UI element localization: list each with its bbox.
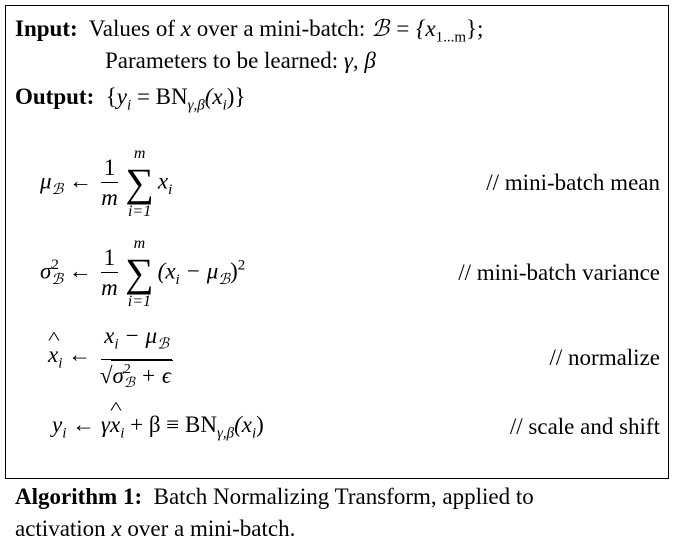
t: i — [58, 355, 63, 372]
caption-text: Batch Normalizing Transform, applied to — [153, 484, 534, 509]
set: ℬ = { — [371, 16, 426, 41]
caption-line1: Algorithm 1: Batch Normalizing Transform… — [15, 484, 534, 510]
var: x — [180, 16, 191, 41]
t: m — [101, 274, 118, 300]
t: ℬ — [51, 181, 64, 198]
comment-normalize: // normalize — [549, 345, 661, 370]
t: ← — [72, 412, 96, 437]
comment-variance: // mini-batch variance — [458, 260, 660, 285]
t: ) — [256, 412, 264, 437]
t: γ,β — [216, 425, 235, 442]
t: + ϵ — [134, 362, 172, 388]
t: ← — [68, 258, 92, 284]
t: i=1 — [127, 293, 152, 310]
t: ℬ — [123, 376, 135, 392]
eq-normalize: xi ← xi − μℬ√σ2ℬ + ϵ — [48, 322, 176, 391]
t: x — [48, 342, 58, 368]
t: ← — [69, 168, 93, 194]
t: i — [175, 271, 180, 288]
t: 2 — [237, 257, 246, 274]
t: 2 — [123, 362, 131, 378]
comment-scale-shift: // scale and shift — [509, 414, 660, 439]
input-text2: over a mini-batch: — [196, 16, 366, 41]
output-label: Output: — [15, 84, 95, 109]
input-label: Input: — [15, 16, 78, 41]
t: μ — [40, 168, 52, 194]
t: x — [157, 168, 169, 194]
t: 2 — [51, 257, 59, 273]
params-text: Parameters to be learned: — [105, 48, 339, 73]
close: }; — [466, 16, 484, 41]
t: i — [168, 181, 173, 198]
t: ℬ — [51, 272, 64, 288]
t: (x — [234, 412, 252, 437]
t: i — [62, 425, 67, 442]
input-line: Input: Values of x over a mini-batch: ℬ … — [15, 16, 483, 47]
t: ) — [230, 258, 238, 284]
t: σ — [112, 362, 124, 388]
t: )} — [226, 84, 246, 109]
t: y — [52, 412, 63, 437]
t: m — [133, 145, 146, 162]
t: + β ≡ BN — [124, 412, 217, 437]
t: m — [101, 184, 118, 210]
comment-mean: // mini-batch mean — [486, 170, 660, 195]
params-line: Parameters to be learned: γ, β — [105, 48, 376, 74]
t: 1 — [100, 154, 119, 183]
t: ℬ — [218, 271, 231, 288]
t: (x — [157, 258, 176, 284]
sub: 1...m — [435, 29, 467, 46]
algorithm-box — [5, 5, 669, 479]
t: ← — [68, 341, 92, 367]
t: − μ — [179, 258, 219, 284]
var: x — [425, 16, 436, 41]
t: x — [111, 516, 122, 541]
t: i — [251, 425, 257, 442]
t: x — [110, 412, 120, 438]
t: σ — [40, 258, 52, 284]
t: i — [127, 97, 132, 114]
t: m — [133, 235, 146, 252]
t: activation — [15, 516, 106, 541]
t: i — [120, 425, 125, 442]
t: (x — [204, 84, 223, 109]
t: i — [222, 97, 227, 114]
caption-line2: activation x over a mini-batch. — [15, 516, 295, 542]
t: − μ — [118, 323, 158, 348]
t: γ — [100, 412, 110, 437]
caption-label: Algorithm 1: — [15, 484, 143, 509]
eq-scale-shift: yi ← γxi + β ≡ BNγ,β(xi) — [52, 412, 264, 443]
t: over a mini-batch. — [127, 516, 296, 541]
t: y — [116, 84, 128, 109]
t: i — [114, 336, 119, 353]
t: x — [104, 323, 115, 348]
t: = BN — [131, 84, 188, 109]
t: √ — [99, 362, 113, 388]
input-text: Values of — [88, 16, 175, 41]
output-line: Output: {yi = BNγ,β(xi)} — [15, 84, 246, 115]
t: 1 — [100, 244, 119, 273]
t: ℬ — [157, 336, 169, 353]
t: i=1 — [127, 203, 152, 220]
t: { — [105, 84, 117, 109]
params-vars: γ, β — [343, 48, 376, 73]
t: γ,β — [187, 97, 205, 114]
